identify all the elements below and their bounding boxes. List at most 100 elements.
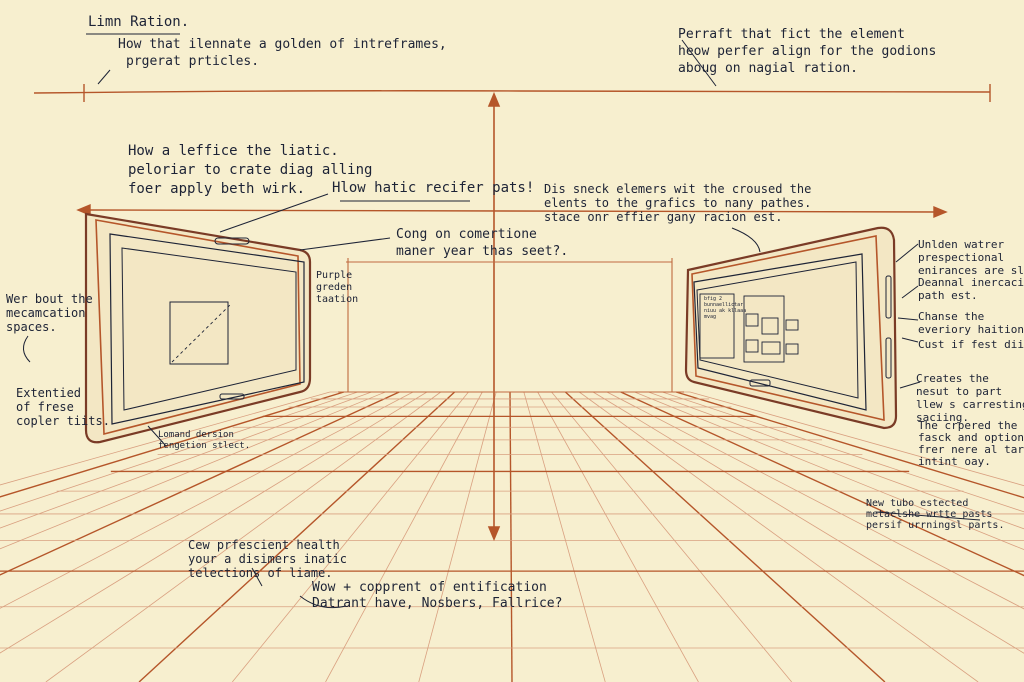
note-right-col-4: Cust if fest diing. (918, 338, 1024, 351)
tablet-right-label: bfig 2 bunnaellictar niuu ak kllaaa mvag (704, 296, 746, 320)
sketch-title: Limn Ration. (88, 14, 190, 30)
note-line: prgerat prticles. (126, 54, 260, 69)
note-left-screen-caption: Lomand dersion fengetion stlect. (158, 430, 250, 452)
note-line: Lomand dersion (158, 430, 234, 440)
note-line: nesut to part (916, 385, 1003, 398)
note-line: Creates the (916, 372, 989, 385)
grid-line (418, 391, 497, 682)
note-line: saciing. (916, 411, 969, 424)
note-bottom-right: New tubo estected metaclshe wrtte pasts … (866, 498, 1004, 531)
note-line: Cew prfescient health (188, 538, 340, 552)
note-line: niuu ak kllaaa (704, 308, 747, 314)
note-line: New tubo estected (866, 498, 969, 509)
note-line: telections of liame. (188, 566, 333, 580)
note-line: The crpered the (918, 419, 1018, 432)
note-line: Datrant have, Nosbers, Fallrice? (312, 596, 563, 611)
note-line: Deannal inercacing (918, 276, 1024, 289)
grid-line (138, 391, 456, 682)
note-line: intint oay. (918, 455, 991, 468)
back-wall-frame (338, 258, 684, 393)
grid-line (662, 391, 1024, 513)
grid-line (578, 391, 979, 682)
grid-line (523, 391, 606, 682)
note-right-col-6: The crpered the fasck and option frer ne… (918, 420, 1024, 468)
note-line: Cong on comertione (396, 227, 537, 242)
note-top-left: How that ilennate a golden of intreframe… (118, 36, 447, 70)
grid-line (0, 391, 428, 654)
grid-line (509, 391, 513, 682)
grid-line (606, 391, 1024, 610)
note-line: mecamcation (6, 306, 86, 320)
note-line: of frese (16, 400, 74, 414)
note-line: fengetion stlect. (158, 441, 251, 451)
note-line: bfig 2 (704, 296, 723, 302)
grid-line (592, 391, 1024, 654)
grid-line (0, 391, 345, 498)
note-line: peloriar to crate diag alling (128, 162, 373, 178)
note-far-left-top: Wer bout the mecamcation spaces. (6, 292, 93, 334)
note-far-left-bottom: Extentied of frese copler tiits. (16, 386, 110, 428)
note-right-col-1: Unlden watrer prespectional enirances ar… (918, 238, 1024, 277)
note-bottom-center: Wow + copprent of entification Datrant h… (312, 580, 562, 612)
grid-line (551, 391, 793, 682)
note-line: maner year thas seet?. (396, 244, 569, 259)
right-tablet (684, 226, 898, 430)
top-guideline (33, 84, 991, 102)
note-line: metaclshe wrtte pasts (866, 509, 993, 520)
floor-grid (0, 391, 1024, 682)
note-line: copler tiits. (16, 414, 110, 428)
note-line: foer apply beth wirk. (128, 181, 306, 197)
note-mid-left: How a leffice the liatic. peloriar to cr… (128, 142, 372, 199)
grid-line (537, 391, 699, 682)
note-line: Chanse the (918, 310, 985, 323)
note-line: everiory haition. (918, 323, 1024, 336)
note-line: bunnaellictar (704, 302, 744, 308)
note-line: persif urrningsl parts. (866, 520, 1005, 531)
grid-line (0, 391, 331, 486)
grid-line (634, 391, 1024, 551)
grid-line (620, 391, 1024, 577)
note-line: stace onr effier gany racion est. (544, 210, 783, 224)
note-line: How a leffice the liatic. (128, 143, 339, 159)
grid-line (564, 391, 886, 682)
grid-line (45, 391, 442, 682)
note-line: Perraft that fict the element (678, 27, 905, 42)
note-line: heow perfer align for the godions (678, 44, 937, 59)
grid-line (0, 391, 386, 550)
note-line: Unlden watrer (918, 238, 1005, 251)
note-line: taation (316, 294, 359, 305)
annotation-leaders (23, 33, 981, 609)
note-right-col-3: Chanse the everiory haition. (918, 310, 1024, 336)
note-mid-callout: Hlow hatic recifer pats! (332, 180, 535, 196)
note-line: mvag (704, 314, 717, 320)
grid-line (648, 391, 1024, 530)
note-line: prespectional (918, 251, 1005, 264)
grid-line (675, 391, 1024, 499)
note-line: How that ilennate a golden of intreframe… (118, 37, 447, 52)
note-line: path est. (918, 289, 978, 302)
note-line: Wer bout the (6, 292, 93, 306)
grid-line (231, 391, 469, 682)
note-line: elents to the grafics to nany pathes. (544, 196, 812, 210)
note-line: Dis sneck elemers wit the croused the (544, 182, 812, 196)
note-center-callout: Cong on comertione maner year thas seet?… (396, 226, 568, 260)
left-tablet (84, 212, 312, 444)
note-right-col-5: Creates the nesut to part llew s carrest… (916, 372, 1024, 424)
grid-line (0, 391, 372, 529)
note-line: frer nere al target (918, 443, 1024, 456)
note-line: spaces. (6, 320, 57, 334)
note-line: Extentied (16, 386, 82, 400)
grid-line (0, 391, 358, 512)
note-line: Purple (316, 270, 353, 281)
note-right-col-2: Deannal inercacing path est. (918, 276, 1024, 302)
note-top-right: Perraft that fict the element heow perfe… (678, 26, 936, 77)
horizontal-axis-arrow (76, 203, 948, 219)
grid-line (689, 391, 1024, 487)
note-right-callout: Dis sneck elemers wit the croused the el… (544, 182, 811, 224)
note-line: enirances are slenes (918, 264, 1024, 277)
note-line: your a disimers inatic (188, 552, 347, 566)
note-line: Wow + copprent of entification (312, 580, 547, 595)
grid-line (325, 391, 483, 682)
